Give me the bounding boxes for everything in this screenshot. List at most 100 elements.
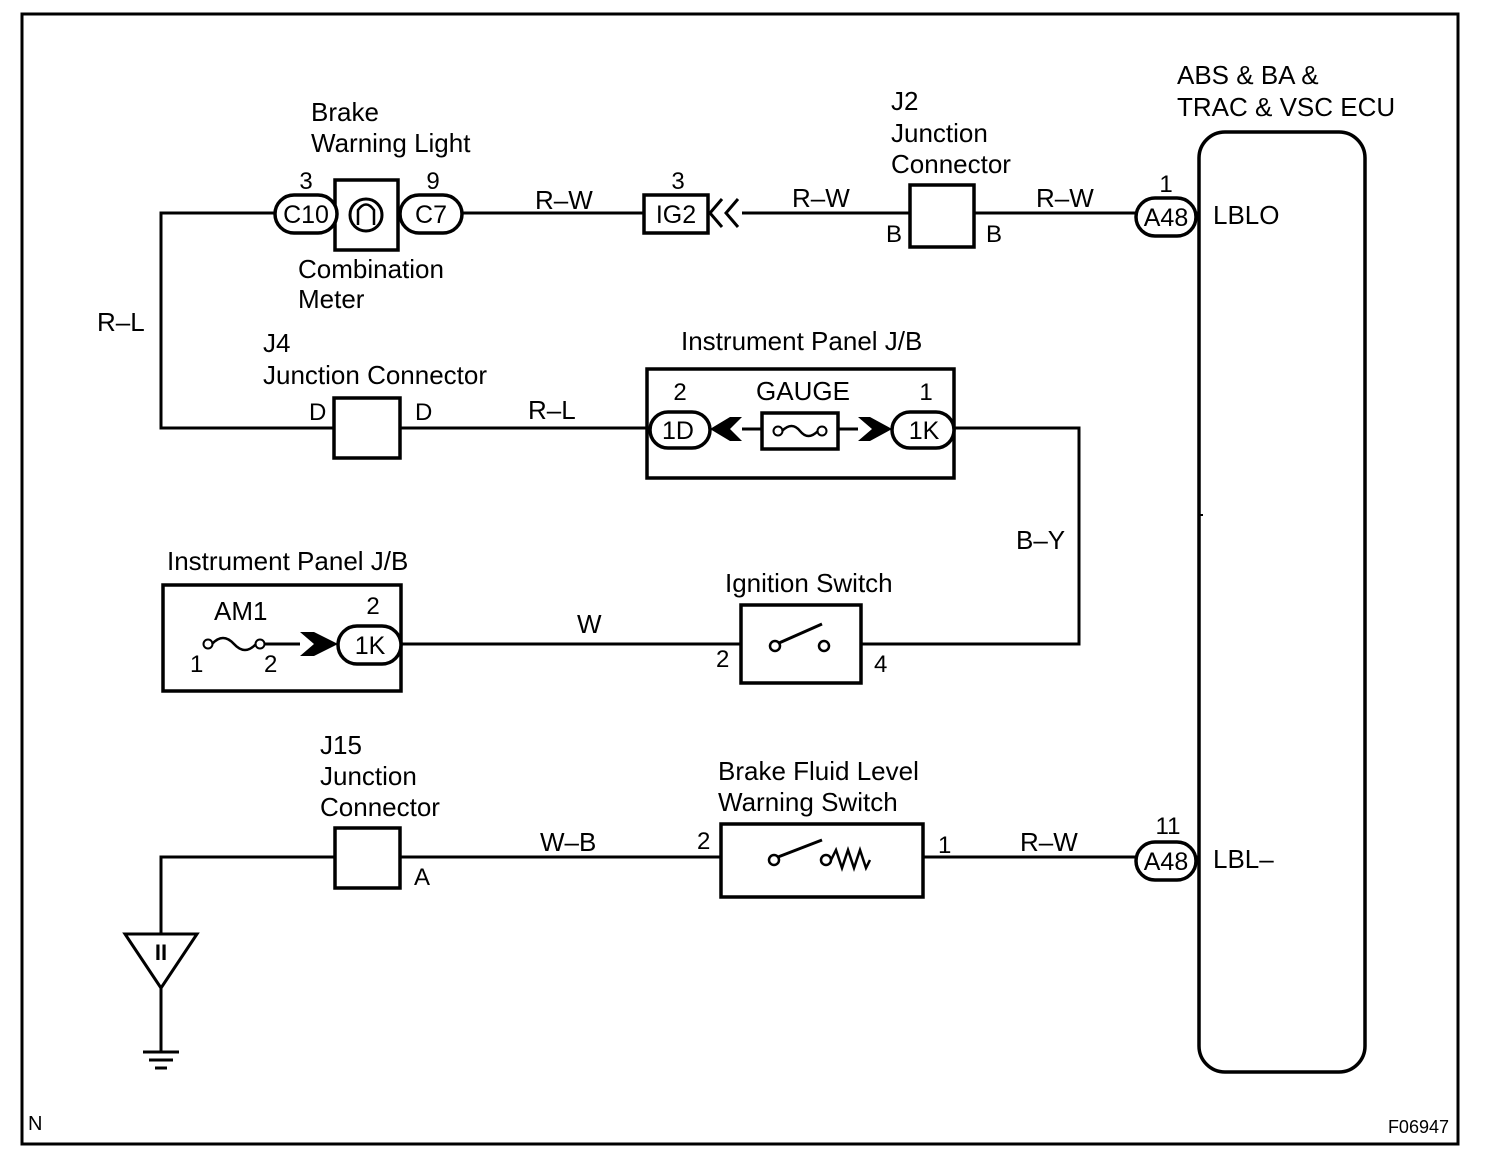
gauge-label: GAUGE xyxy=(756,376,850,406)
pin-am1-right: 2 xyxy=(264,651,277,678)
connector-c7 xyxy=(398,193,464,235)
connector-a48-top-label: A48 xyxy=(1144,204,1188,232)
j2-label-2: Junction xyxy=(891,118,988,148)
pin-1k-left: 2 xyxy=(366,593,379,620)
pin-bf-right: 1 xyxy=(938,832,951,859)
am1-fuse-icon xyxy=(211,636,257,652)
connector-c10 xyxy=(273,193,339,235)
ecu-label-2: TRAC & VSC ECU xyxy=(1177,92,1395,122)
wire-label-am1-ign: W xyxy=(577,609,602,639)
am1-label: AM1 xyxy=(214,596,267,626)
j15-label-1: J15 xyxy=(320,730,362,760)
connector-1k-top xyxy=(890,410,956,450)
bf-contact-right xyxy=(819,853,833,867)
am1-terminal-left xyxy=(202,638,214,650)
wire-label-j2-ecu: R–W xyxy=(1036,183,1094,213)
connector-1k-left xyxy=(336,624,403,666)
wire-label-bf-ecu: R–W xyxy=(1020,827,1078,857)
pin-1d: 2 xyxy=(673,379,686,406)
pin-ig2: 3 xyxy=(671,168,684,195)
pin-am1-left: 1 xyxy=(190,651,203,678)
ecu-label-1: ABS & BA & xyxy=(1177,60,1319,90)
j2-label-3: Connector xyxy=(891,149,1011,179)
wire-label-ig2-j2: R–W xyxy=(792,183,850,213)
wire-label-j4-jb: R–L xyxy=(528,395,576,425)
j15-label-3: Connector xyxy=(320,792,440,822)
j2-junction-box xyxy=(908,183,976,249)
wire-label-jb-ign: B–Y xyxy=(1016,525,1065,555)
connector-a48-top xyxy=(1134,196,1198,238)
resistor-icon xyxy=(829,846,872,872)
wire-label-j15-bf: W–B xyxy=(540,827,596,857)
wire-ground-j15 xyxy=(159,855,335,934)
connector-ig2-label: IG2 xyxy=(656,201,696,229)
brake-fluid-label-1: Brake Fluid Level xyxy=(718,756,919,786)
ignition-switch-blade-icon xyxy=(778,622,823,645)
bulb-filament-icon xyxy=(356,203,376,225)
pin-j4-left: D xyxy=(309,399,326,426)
pin-j15: A xyxy=(414,864,430,891)
brake-fluid-label-2: Warning Switch xyxy=(718,787,898,817)
connector-c7-label: C7 xyxy=(415,201,447,229)
j15-label-2: Junction xyxy=(320,761,417,791)
fuse-terminal-left xyxy=(772,425,784,437)
ig2-chevron-icon xyxy=(708,198,740,228)
ip-jb-top-label: Instrument Panel J/B xyxy=(681,326,922,356)
connector-a48-bottom xyxy=(1134,840,1198,882)
ignition-switch-box xyxy=(739,603,863,685)
ignition-switch-label: Ignition Switch xyxy=(725,568,893,598)
connector-1k-top-label: 1K xyxy=(909,417,940,445)
connector-1k-top-chevron-icon xyxy=(858,417,892,441)
brake-warning-light-label-1: Brake xyxy=(311,97,379,127)
figure-id: F06947 xyxy=(1388,1117,1449,1137)
j4-junction-box xyxy=(332,396,402,460)
pin-1k-top: 1 xyxy=(919,379,932,406)
wire-label-c7-ig2: R–W xyxy=(535,185,593,215)
pin-ign-left: 2 xyxy=(716,646,729,673)
connector-1k-left-chevron-icon xyxy=(300,632,338,656)
j2-label-1: J2 xyxy=(891,86,918,116)
ip-jb-left-label: Instrument Panel J/B xyxy=(167,546,408,576)
j15-junction-box xyxy=(333,826,402,890)
pin-j2-right: B xyxy=(986,221,1002,248)
ground-symbol-label: II xyxy=(155,940,167,965)
wire-jb-ign xyxy=(861,426,1081,646)
ign-contact-right xyxy=(817,639,831,653)
ign-contact-left xyxy=(768,639,782,653)
brake-fluid-switch-blade-icon xyxy=(777,838,823,859)
diagram-frame xyxy=(20,12,1460,1146)
am1-terminal-right xyxy=(254,638,266,650)
ecu-box xyxy=(1197,130,1367,1074)
j4-label-2: Junction Connector xyxy=(263,360,487,390)
combination-meter-label-1: Combination xyxy=(298,254,444,284)
ground-icon xyxy=(143,1050,179,1070)
ground-triangle xyxy=(122,932,200,991)
terminal-lbl: LBL– xyxy=(1213,844,1274,874)
connector-ig2 xyxy=(642,193,710,235)
fuse-terminal-right xyxy=(816,425,828,437)
terminal-lblo: LBLO xyxy=(1213,200,1280,230)
pin-ign-right: 4 xyxy=(874,651,887,678)
combination-meter-label-2: Meter xyxy=(298,284,365,314)
pin-j2-left: B xyxy=(886,221,902,248)
connector-1d xyxy=(648,410,712,450)
connector-1d-label: 1D xyxy=(662,417,694,445)
pin-a48-top: 1 xyxy=(1159,171,1172,198)
pin-c7: 9 xyxy=(426,168,439,195)
connector-a48-bottom-label: A48 xyxy=(1144,848,1188,876)
wire-label-left-vertical: R–L xyxy=(97,307,145,337)
connector-c10-label: C10 xyxy=(283,201,329,229)
corner-label-n: N xyxy=(28,1113,42,1135)
brake-warning-light-label-2: Warning Light xyxy=(311,128,471,158)
pin-a48-bottom: 11 xyxy=(1156,813,1181,840)
connector-1k-left-label: 1K xyxy=(355,632,386,660)
j4-label-1: J4 xyxy=(263,328,290,358)
bf-contact-left xyxy=(767,853,781,867)
pin-c10: 3 xyxy=(299,168,312,195)
pin-bf-left: 2 xyxy=(697,828,710,855)
pin-j4-right: D xyxy=(415,399,432,426)
connector-1d-chevron-icon xyxy=(710,417,742,441)
wire-r-l-vertical xyxy=(159,211,334,430)
gauge-fuse-icon xyxy=(781,424,819,438)
